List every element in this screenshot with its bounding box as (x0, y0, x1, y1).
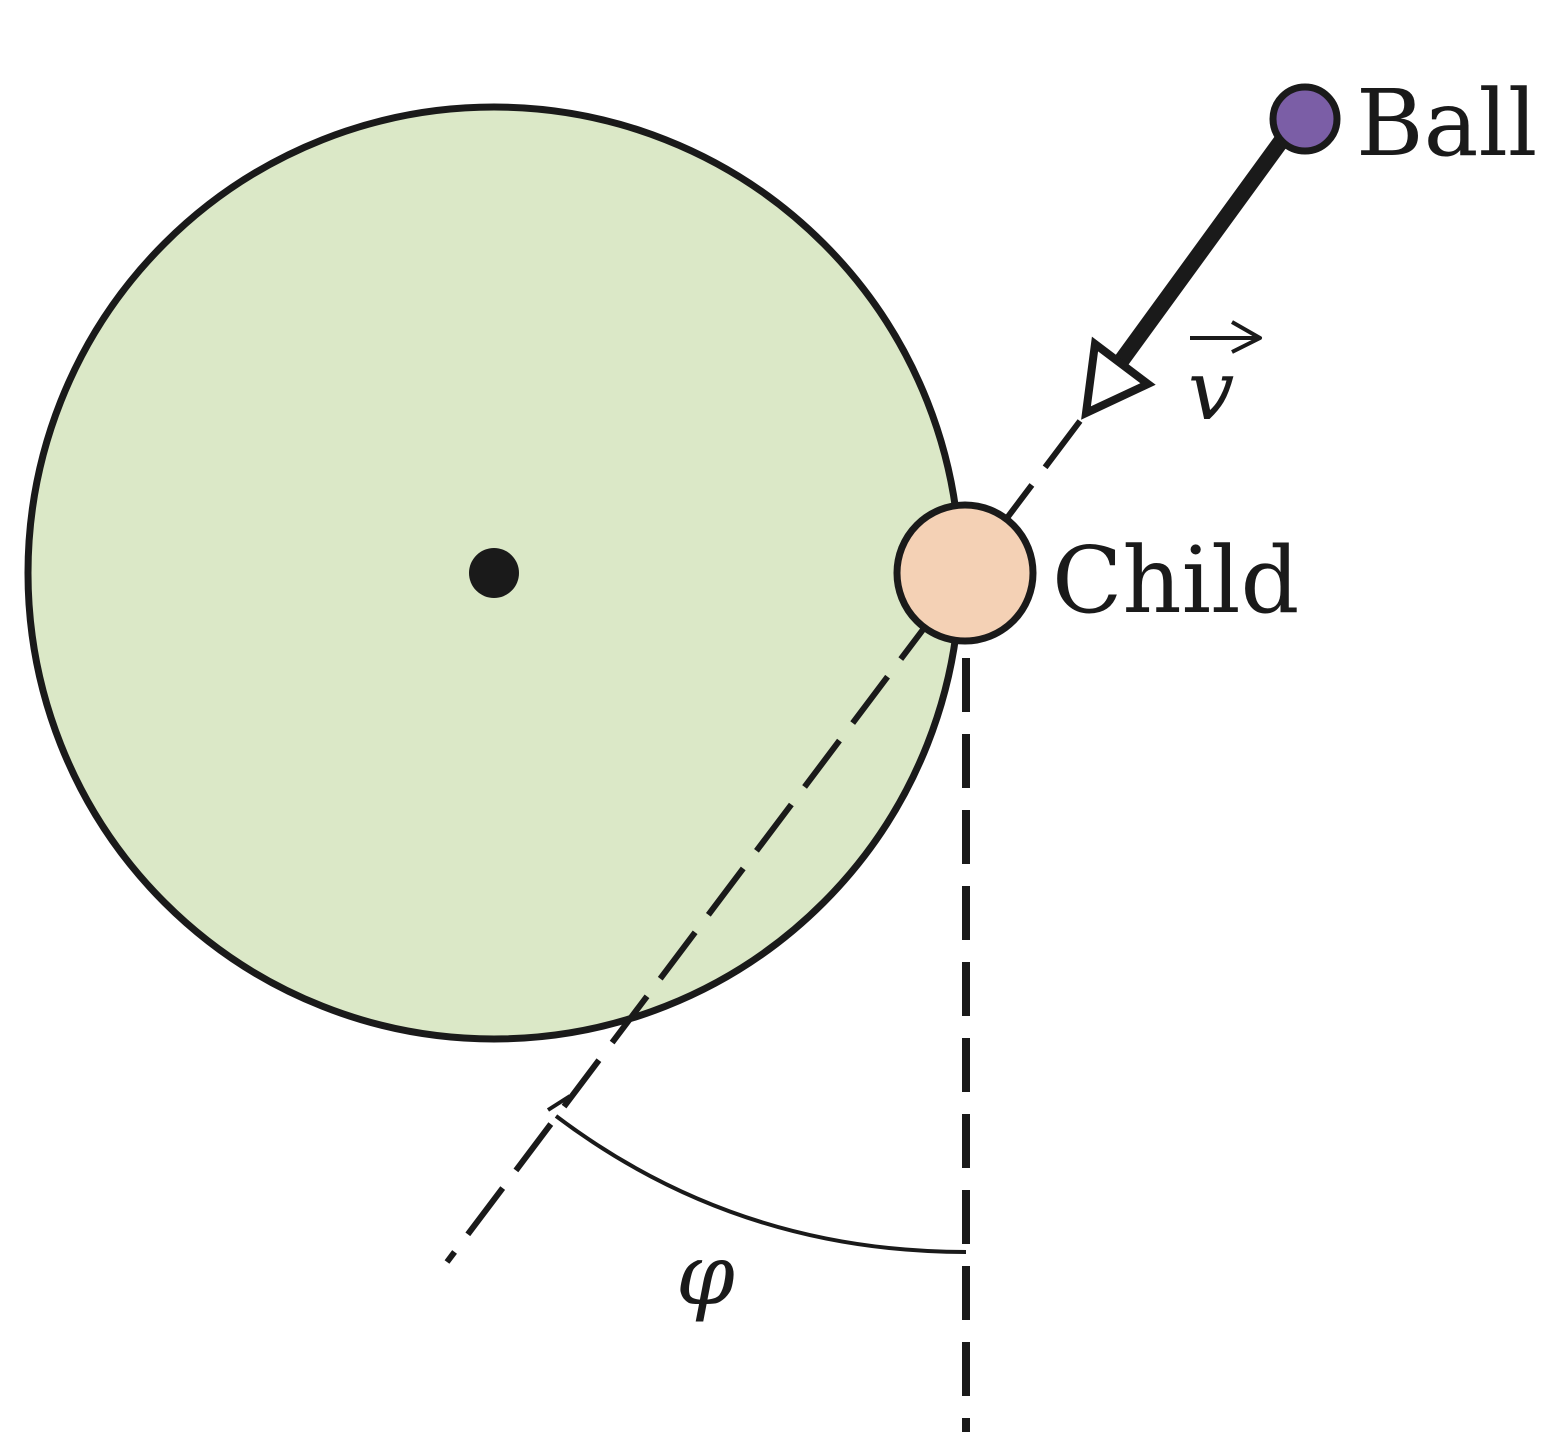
child-circle (893, 501, 1037, 645)
velocity-arrow-shaft (1112, 135, 1289, 369)
ball (1269, 83, 1341, 155)
merry-go-round (24, 103, 964, 1043)
ball-label: Ball (1356, 70, 1537, 177)
velocity-arrowhead (1081, 336, 1156, 420)
velocity-label: v (1188, 344, 1234, 439)
rotation-axis-dot (469, 548, 519, 598)
angle-arc (554, 1114, 967, 1254)
ball-circle (1269, 83, 1341, 155)
angle-marker: φ (546, 1094, 967, 1324)
angle-arc-tick (546, 1094, 572, 1112)
velocity-vector: v (1081, 135, 1289, 439)
child (893, 501, 1037, 645)
angle-label: φ (676, 1226, 735, 1324)
child-label: Child (1052, 527, 1299, 634)
velocity-vector-arrow-tip (1231, 320, 1262, 354)
